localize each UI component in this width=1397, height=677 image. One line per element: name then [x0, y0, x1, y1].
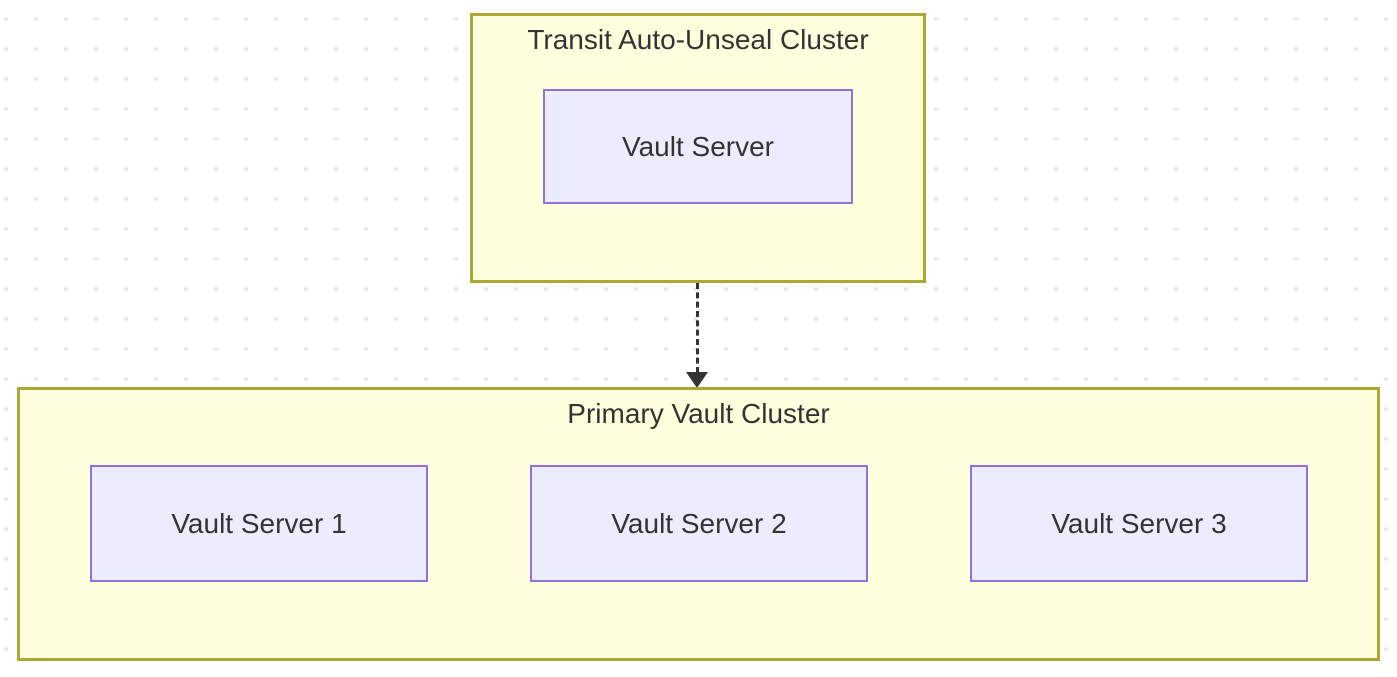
node-vault-server-1: Vault Server 1	[90, 465, 428, 582]
edge-dashed-line-transit-to-primary	[696, 283, 699, 373]
arrowhead-down-icon	[686, 372, 708, 388]
node-vault-server-label: Vault Server	[622, 130, 774, 162]
cluster-primary-title: Primary Vault Cluster	[567, 398, 830, 429]
node-vault-server-3-label: Vault Server 3	[1051, 507, 1227, 539]
node-vault-server-1-label: Vault Server 1	[171, 507, 347, 539]
cluster-primary-vault: Primary Vault Cluster Vault Server 1 Vau…	[17, 387, 1380, 661]
node-vault-server-3: Vault Server 3	[970, 465, 1308, 582]
node-vault-server: Vault Server	[543, 89, 853, 204]
cluster-transit-auto-unseal: Transit Auto-Unseal Cluster Vault Server	[470, 13, 926, 283]
cluster-transit-title: Transit Auto-Unseal Cluster	[527, 24, 869, 55]
node-vault-server-2: Vault Server 2	[530, 465, 868, 582]
node-vault-server-2-label: Vault Server 2	[611, 507, 787, 539]
